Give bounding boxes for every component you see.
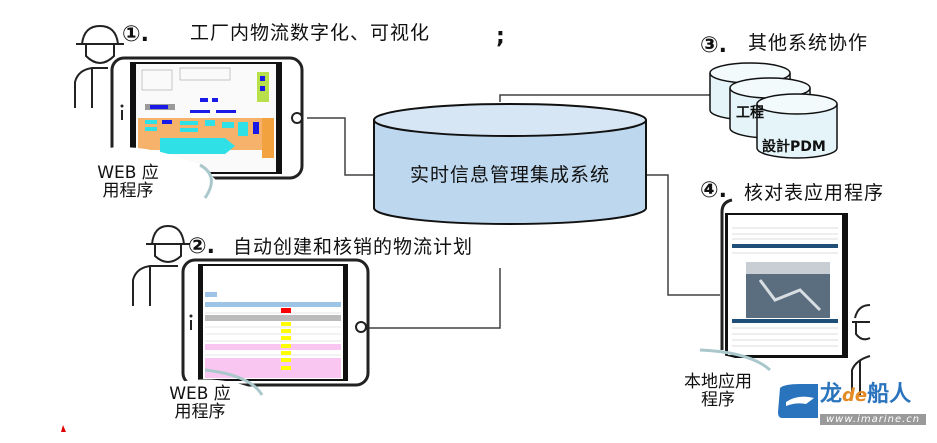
item-3-number: ③. — [700, 33, 727, 58]
watermark-brand-left: 龙 — [820, 382, 843, 407]
central-database-cylinder — [373, 103, 647, 225]
tablet-4 — [720, 198, 848, 358]
item-2-title: 自动创建和核销的物流计划 — [233, 236, 474, 258]
worker-4-figure — [851, 304, 871, 395]
item-3-title: 其他系统协作 — [748, 32, 869, 54]
connector-db-to-3 — [499, 94, 712, 102]
item-1-caption-line2: 用程序 — [102, 181, 154, 201]
item-4-caption: 本地应用 程序 — [668, 373, 768, 409]
imarine-logo-icon — [778, 384, 818, 418]
caption-bubble-2 — [150, 379, 262, 440]
watermark-brand-de: de — [842, 385, 868, 406]
item-1-caption-line1: WEB 应 — [97, 163, 159, 183]
item-4-number: ④. — [700, 178, 727, 203]
item-1-title: 工厂内物流数字化、可视化 — [190, 22, 431, 44]
item-2-caption: WEB 应 用程序 — [150, 385, 250, 421]
connector-1-to-db — [307, 117, 375, 176]
item-2-caption-line1: WEB 应 — [169, 384, 231, 404]
watermark-brand-right: 船人 — [867, 382, 912, 407]
caption-bubble-4 — [660, 352, 770, 443]
db-label-design-pdm: 設計PDM — [762, 139, 826, 155]
stray-red-mark — [61, 425, 66, 432]
connector-db-to-4 — [646, 174, 720, 296]
connector-2-to-db — [368, 268, 501, 329]
item-1-number: ①. — [122, 22, 149, 47]
central-db-label: 实时信息管理集成系统 — [409, 164, 610, 186]
stray-semicolon: ; — [496, 24, 505, 49]
watermark-url: www.imarine.cn — [820, 414, 927, 425]
watermark-brand: 龙de船人 — [820, 384, 926, 407]
item-4-caption-line1: 本地应用 — [684, 372, 752, 392]
worker-1-figure — [74, 24, 124, 108]
item-4-title: 核对表应用程序 — [744, 182, 885, 204]
watermark: 龙de船人 www.imarine.cn — [820, 384, 927, 426]
item-2-number: ②. — [188, 234, 215, 259]
tablet-2 — [181, 258, 370, 387]
item-4-caption-line2: 程序 — [701, 390, 735, 410]
worker-2-figure — [132, 224, 190, 306]
caption-bubble-1 — [70, 147, 216, 200]
item-2-caption-line2: 用程序 — [174, 402, 226, 422]
other-systems-db-stack — [709, 62, 838, 159]
db-label-engineering: 工程 — [736, 105, 764, 121]
item-1-caption: WEB 应 用程序 — [78, 164, 178, 200]
